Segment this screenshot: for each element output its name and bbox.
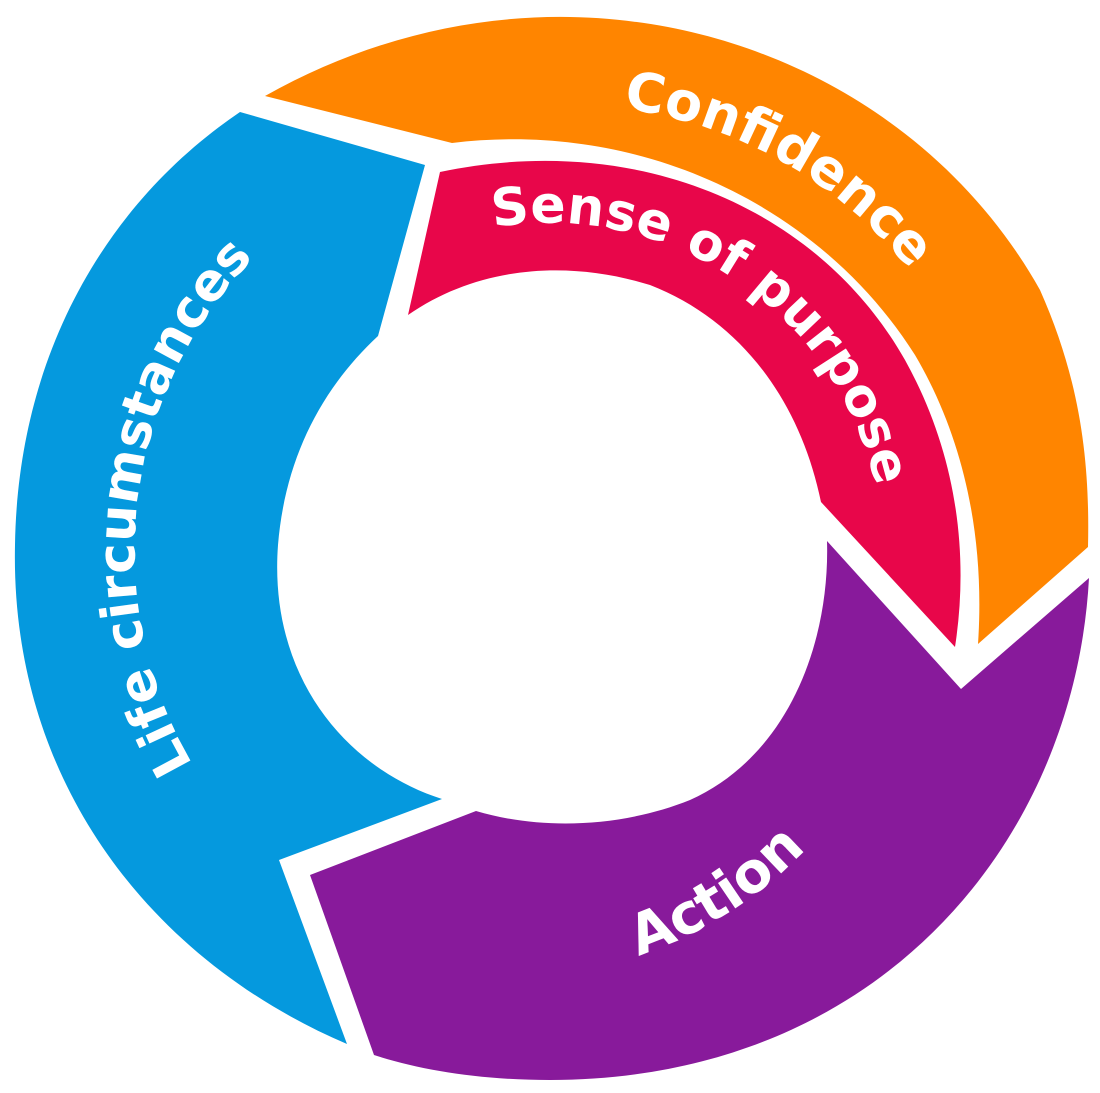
segment-purpose — [408, 160, 961, 648]
segment-life — [14, 112, 442, 1044]
segment-confidence — [265, 16, 1089, 644]
segment-action — [310, 541, 1089, 1080]
